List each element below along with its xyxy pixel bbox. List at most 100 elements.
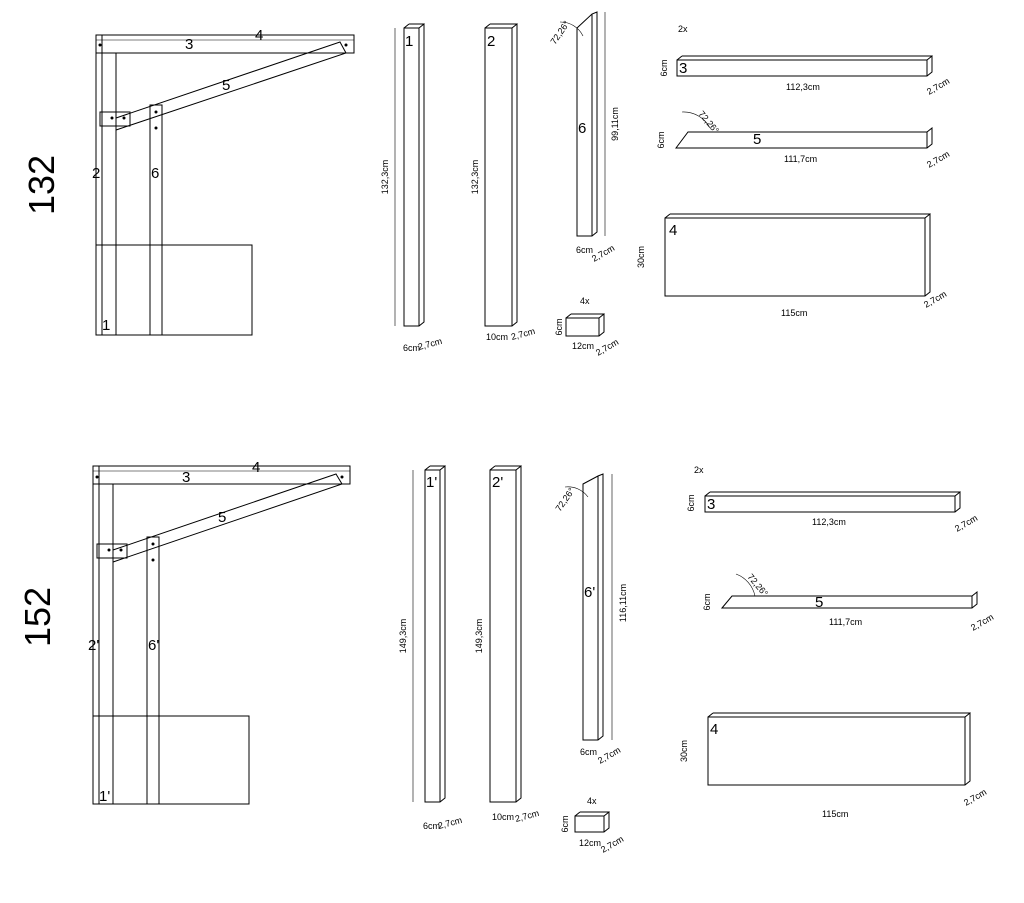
piece-6-width: 6cm xyxy=(576,245,593,255)
section-132: 132 3 4 5 2 6 1 1 1 3 xyxy=(21,11,951,358)
piece-5-length: 111,7cm xyxy=(784,154,817,164)
piece-4-length: 115cm xyxy=(822,809,848,819)
label-6: 6' xyxy=(148,637,159,654)
piece-3-qty: 2x xyxy=(678,24,688,34)
piece-3-label: 3 xyxy=(679,60,687,77)
block: 4x 6cm 12cm 2,7cm xyxy=(560,796,625,855)
section-152: 152 3 4 5 2' 6' 1' 1' 149,3cm xyxy=(17,459,995,855)
piece-1: 1 132,3cm 6cm 2,7cm xyxy=(380,22,443,353)
piece-3-length: 112,3cm xyxy=(786,82,820,92)
piece-5-label: 5 xyxy=(815,594,823,611)
piece-6-length: 99,11cm xyxy=(610,107,620,141)
block-qty: 4x xyxy=(580,296,590,306)
piece-6: 72,26° 6 99,11cm 6cm 2,7cm xyxy=(548,11,620,264)
piece-3-height: 6cm xyxy=(686,494,696,511)
height-label: 132 xyxy=(21,155,62,215)
assembly-view: 3 4 5 2 6 1 xyxy=(92,27,355,336)
post-2 xyxy=(98,483,114,805)
label-3: 3 xyxy=(185,36,193,53)
piece-1-label: 1' xyxy=(426,474,437,491)
piece-5-angle: 72,26° xyxy=(745,572,770,599)
assembly-view: 3 4 5 2' 6' 1' xyxy=(88,459,351,805)
piece-5: 72,26° 5 6cm 111,7cm 2,7cm xyxy=(702,572,995,633)
table-outline xyxy=(92,715,250,805)
piece-4-length: 115cm xyxy=(781,308,807,318)
block xyxy=(99,111,131,127)
piece-5: 72,26° 5 6cm 111,7cm 2,7cm xyxy=(656,109,951,170)
piece-1-length: 149,3cm xyxy=(398,619,408,654)
piece-4-label: 4 xyxy=(710,721,718,738)
piece-5-height: 6cm xyxy=(702,593,712,610)
label-3: 3 xyxy=(182,469,190,486)
piece-1: 1' 149,3cm 6cm 2,7cm xyxy=(398,464,463,831)
post-6 xyxy=(146,536,160,805)
label-5: 5 xyxy=(222,77,230,94)
piece-3: 2x 3 6cm 112,3cm 2,7cm xyxy=(686,465,979,534)
block-height: 6cm xyxy=(554,318,564,335)
piece-2-width: 10cm xyxy=(492,812,514,822)
label-1: 1' xyxy=(99,788,110,805)
post-6 xyxy=(149,104,163,336)
piece-6-label: 6' xyxy=(584,584,595,601)
piece-1-thick: 2,7cm xyxy=(437,815,463,831)
block-width: 12cm xyxy=(572,341,594,351)
piece-3: 2x 3 6cm 112,3cm 2,7cm xyxy=(659,24,951,97)
piece-2-label: 2 xyxy=(487,33,495,50)
piece-1-length: 132,3cm xyxy=(380,160,390,195)
piece-6-label: 6 xyxy=(578,120,586,137)
piece-2-label: 2' xyxy=(492,474,503,491)
block: 4x 6cm 12cm 2,7cm xyxy=(554,296,620,358)
piece-3-height: 6cm xyxy=(659,59,669,76)
piece-6: 72,26° 6' 116,11cm 6cm 2,7cm xyxy=(553,473,628,766)
piece-3-thick: 2,7cm xyxy=(925,76,951,97)
label-5: 5 xyxy=(218,509,226,526)
piece-4: 4 30cm 115cm 2,7cm xyxy=(679,711,988,819)
label-2: 2' xyxy=(88,637,99,654)
block-thick: 2,7cm xyxy=(599,834,625,855)
piece-5-label: 5 xyxy=(753,131,761,148)
piece-1-thick: 2,7cm xyxy=(417,336,443,352)
piece-4: 4 30cm 115cm 2,7cm xyxy=(636,212,948,318)
piece-5-height: 6cm xyxy=(656,131,666,148)
piece-4-height: 30cm xyxy=(636,246,646,268)
table-outline xyxy=(95,244,253,336)
label-6: 6 xyxy=(151,165,159,182)
post-1 xyxy=(95,34,103,336)
piece-4-height: 30cm xyxy=(679,740,689,762)
piece-2-length: 149,3cm xyxy=(474,619,484,654)
post-1 xyxy=(92,465,100,805)
piece-6-length: 116,11cm xyxy=(618,584,628,622)
label-2: 2 xyxy=(92,165,100,182)
label-4: 4 xyxy=(255,27,263,44)
piece-5-thick: 2,7cm xyxy=(969,612,995,633)
piece-6-angle: 72,26° xyxy=(553,486,576,513)
piece-1-label: 1 xyxy=(405,33,413,50)
piece-3-length: 112,3cm xyxy=(812,517,846,527)
block xyxy=(96,543,128,559)
block-width: 12cm xyxy=(579,838,601,848)
label-4: 4 xyxy=(252,459,260,476)
piece-4-label: 4 xyxy=(669,222,677,239)
piece-1-width: 6cm xyxy=(403,343,420,353)
piece-6-thick: 2,7cm xyxy=(590,243,616,264)
piece-6-angle: 72,26° xyxy=(548,19,571,46)
piece-3-thick: 2,7cm xyxy=(953,513,979,534)
block-thick: 2,7cm xyxy=(594,337,620,358)
label-1: 1 xyxy=(102,317,110,334)
block-qty: 4x xyxy=(587,796,597,806)
post-2 xyxy=(101,52,117,336)
piece-6-thick: 2,7cm xyxy=(596,745,622,766)
block-height: 6cm xyxy=(560,815,570,832)
piece-2: 2' 149,3cm 10cm 2,7cm xyxy=(474,464,540,824)
piece-2-thick: 2,7cm xyxy=(510,326,536,342)
top-board xyxy=(92,465,351,485)
piece-2: 2 132,3cm 10cm 2,7cm xyxy=(470,22,536,342)
piece-4-thick: 2,7cm xyxy=(922,289,948,310)
piece-6-width: 6cm xyxy=(580,747,597,757)
piece-1-width: 6cm xyxy=(423,821,440,831)
piece-3-qty: 2x xyxy=(694,465,704,475)
piece-5-length: 111,7cm xyxy=(829,617,862,627)
piece-2-width: 10cm xyxy=(486,332,508,342)
piece-2-thick: 2,7cm xyxy=(514,808,540,824)
